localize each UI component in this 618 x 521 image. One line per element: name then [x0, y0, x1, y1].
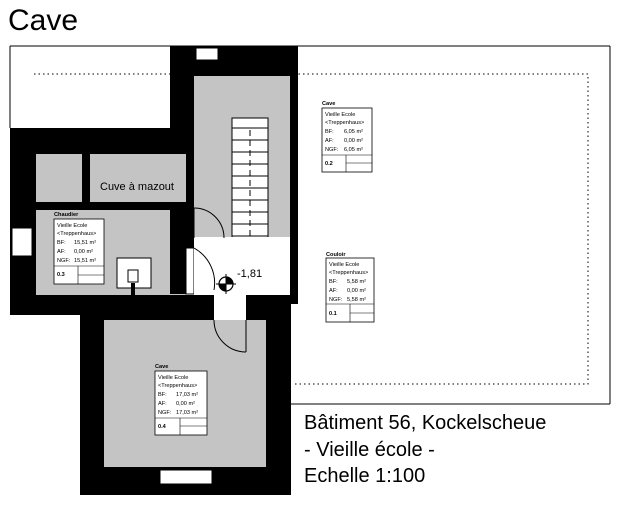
svg-text:0,00 m²: 0,00 m² — [74, 249, 93, 255]
svg-text:0.4: 0.4 — [158, 424, 167, 430]
svg-text:Cave: Cave — [155, 364, 168, 370]
svg-text:Vieille Ecole: Vieille Ecole — [325, 112, 355, 118]
svg-text:<Treppenhaus>: <Treppenhaus> — [329, 270, 368, 276]
level-marker: -1,81 — [216, 268, 262, 294]
plan-caption: Bâtiment 56, Kockelscheue - Vieille écol… — [304, 410, 546, 490]
hallway — [193, 207, 290, 353]
svg-text:15,51 m²: 15,51 m² — [74, 240, 96, 246]
svg-text:<Treppenhaus>: <Treppenhaus> — [325, 120, 364, 126]
room-stamp-cave-0-2: Cave Vieille Ecole <Treppenhaus> BF: 6,05… — [321, 101, 373, 173]
svg-text:0,00 m²: 0,00 m² — [347, 288, 366, 294]
room-stamp-couloir-0-1: Couloir Vieille Ecole <Treppenhaus> BF: 5… — [325, 252, 375, 323]
svg-text:17,03 m²: 17,03 m² — [176, 392, 198, 398]
svg-text:Chaudier: Chaudier — [54, 212, 79, 218]
cuve-label: Cuve à mazout — [100, 181, 174, 193]
svg-text:NGF:: NGF: — [57, 258, 71, 264]
caption-scale: Echelle 1:100 — [304, 465, 426, 487]
page-title: Cave — [8, 4, 79, 37]
room-stamp-cave-0-4: Cave Vieille Ecole <Treppenhaus> BF: 17,0… — [154, 364, 208, 436]
caption-building: Bâtiment 56, Kockelscheue — [304, 412, 547, 434]
svg-text:0,00 m²: 0,00 m² — [176, 401, 195, 407]
svg-text:6,05 m²: 6,05 m² — [344, 147, 363, 153]
svg-text:BF:: BF: — [329, 279, 338, 285]
level-label: -1,81 — [237, 268, 262, 280]
svg-text:0.2: 0.2 — [325, 161, 333, 167]
svg-text:BF:: BF: — [325, 129, 334, 135]
plan-outline — [9, 45, 611, 405]
svg-text:15,51 m²: 15,51 m² — [74, 258, 96, 264]
cuve-room — [90, 154, 186, 202]
caption-subtitle: - Vieille école - — [304, 438, 435, 461]
svg-text:AF:: AF: — [325, 138, 334, 144]
svg-text:AF:: AF: — [329, 288, 338, 294]
svg-text:<Treppenhaus>: <Treppenhaus> — [57, 231, 96, 237]
svg-text:5,58 m²: 5,58 m² — [347, 279, 366, 285]
svg-text:AF:: AF: — [158, 401, 167, 407]
svg-text:BF:: BF: — [57, 240, 66, 246]
svg-text:0.3: 0.3 — [57, 272, 65, 278]
svg-text:Couloir: Couloir — [326, 252, 346, 258]
walls — [10, 46, 298, 495]
boiler-icon — [116, 257, 152, 295]
svg-text:<Treppenhaus>: <Treppenhaus> — [158, 383, 197, 389]
svg-text:0,00 m²: 0,00 m² — [344, 138, 363, 144]
svg-text:0.1: 0.1 — [329, 311, 337, 317]
svg-text:Cave: Cave — [322, 101, 335, 107]
room-stamp-chaudier-0-3: Chaudier Vieille Ecole <Treppenhaus> BF:… — [53, 212, 105, 285]
svg-text:AF:: AF: — [57, 249, 66, 255]
svg-text:Vieille Ecole: Vieille Ecole — [57, 223, 87, 229]
svg-text:17,03 m²: 17,03 m² — [176, 410, 198, 416]
svg-text:5,58 m²: 5,58 m² — [347, 297, 366, 303]
svg-text:Vieille Ecole: Vieille Ecole — [158, 375, 188, 381]
svg-text:6,05 m²: 6,05 m² — [344, 129, 363, 135]
svg-text:BF:: BF: — [158, 392, 167, 398]
svg-text:Vieille Ecole: Vieille Ecole — [329, 262, 359, 268]
svg-text:NGF:: NGF: — [325, 147, 339, 153]
svg-text:NGF:: NGF: — [158, 410, 172, 416]
staircase — [231, 117, 269, 259]
svg-text:NGF:: NGF: — [329, 297, 343, 303]
